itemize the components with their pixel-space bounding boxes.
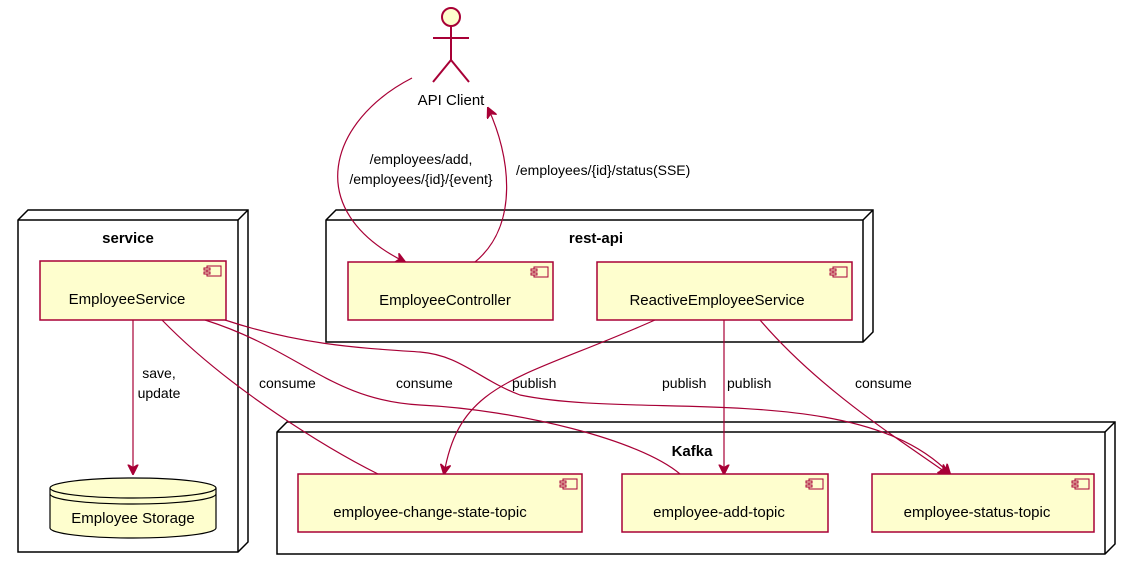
- edges: [133, 77, 950, 475]
- edge-label-save: save,: [142, 365, 175, 381]
- edge-controller-to-client: [474, 108, 508, 263]
- reactive-employee-service-label: ReactiveEmployeeService: [629, 292, 804, 309]
- api-client-label: API Client: [418, 92, 486, 109]
- edge-label-publish-add: publish: [727, 375, 771, 391]
- edge-client-to-controller: [337, 77, 413, 262]
- edge-consume-add: [204, 319, 681, 475]
- employee-status-topic-component: employee-status-topic: [871, 473, 1095, 533]
- reactive-employee-service-component: ReactiveEmployeeService: [596, 261, 853, 321]
- edge-consume-status: [759, 319, 948, 474]
- kafka-node-title: Kafka: [672, 443, 714, 460]
- edge-label-update: update: [138, 385, 181, 401]
- employee-change-state-topic-label: employee-change-state-topic: [333, 504, 527, 521]
- service-node-title: service: [102, 230, 154, 247]
- api-client-actor-icon: [432, 7, 470, 83]
- employee-controller-label: EmployeeController: [379, 292, 511, 309]
- employee-add-topic-label: employee-add-topic: [653, 504, 785, 521]
- employee-add-topic-component: employee-add-topic: [621, 473, 829, 533]
- component-icon: [805, 478, 824, 490]
- edge-consume-change-state: [161, 319, 379, 475]
- edge-label-publish-status: publish: [662, 375, 706, 391]
- edge-label-consume-change-state: consume: [259, 375, 316, 391]
- edge-label-consume-status: consume: [855, 375, 912, 391]
- employee-service-label: EmployeeService: [69, 291, 186, 308]
- component-icon: [559, 478, 578, 490]
- component-icon: [203, 265, 222, 277]
- edge-label-client-to-controller-2: /employees/{id}/{event}: [349, 171, 493, 187]
- edge-publish-status-from-service: [224, 319, 950, 474]
- employee-service-component: EmployeeService: [39, 260, 227, 321]
- employee-change-state-topic-component: employee-change-state-topic: [297, 473, 583, 533]
- employee-storage-database: Employee Storage: [49, 477, 217, 539]
- edge-label-client-to-controller-1: /employees/add,: [370, 151, 473, 167]
- employee-status-topic-label: employee-status-topic: [904, 504, 1051, 521]
- employee-controller-component: EmployeeController: [347, 261, 554, 321]
- employee-storage-label: Employee Storage: [71, 510, 194, 527]
- edge-label-controller-to-client: /employees/{id}/status(SSE): [516, 162, 690, 178]
- edge-publish-change-state: [444, 319, 656, 474]
- component-icon: [829, 266, 848, 278]
- rest-api-node-title: rest-api: [569, 230, 623, 247]
- edge-label-publish-change-state: publish: [512, 375, 556, 391]
- component-icon: [530, 266, 549, 278]
- edge-label-consume-add: consume: [396, 375, 453, 391]
- component-icon: [1071, 478, 1090, 490]
